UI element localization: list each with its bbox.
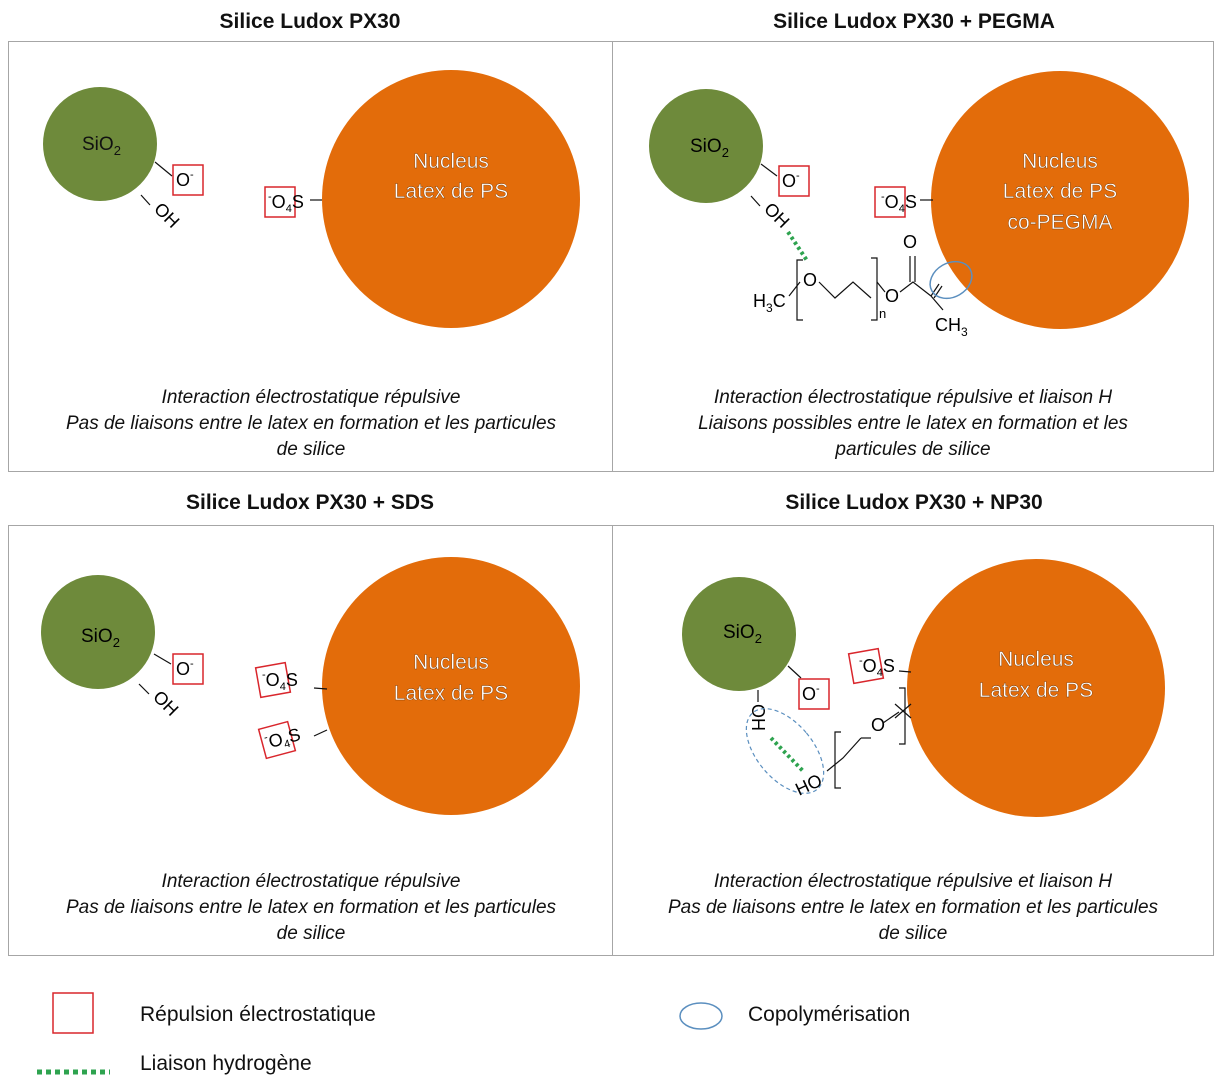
o-minus-group: O- (802, 683, 820, 704)
panel-2-diagram: SiO2 Nucleus Latex de PS co-PEGMA O- OH … (649, 71, 1189, 339)
panel-3-caption: Interaction électrostatique répulsive Pa… (65, 871, 557, 944)
ether-o: O (803, 270, 817, 290)
repulsion-box (172, 653, 204, 685)
silica-label: SiO2 (82, 134, 121, 158)
panel-title-3: Silice Ludox PX30 + SDS (185, 491, 434, 514)
nucleus-label-line-1: Nucleus (413, 150, 489, 173)
carbonyl-o: O (903, 232, 917, 252)
repulsion-legend-icon (52, 992, 94, 1034)
legend-repulsion: Répulsion électrostatique (140, 1003, 376, 1026)
nucleus-label-line-3: co-PEGMA (1007, 211, 1112, 234)
silica-label: SiO2 (81, 626, 120, 650)
repeat-n: n (879, 306, 886, 321)
nucleus-particle (322, 557, 580, 815)
panel-title-1: Silice Ludox PX30 (219, 10, 401, 33)
legend-copolymerisation: Copolymérisation (748, 1003, 911, 1026)
panel-1-diagram: SiO2 Nucleus Latex de PS O- OH -O4S (43, 70, 580, 328)
nucleus-label-line-2: Latex de PS (394, 682, 508, 705)
hydrogen-legend-icon (37, 1069, 110, 1075)
sulfate-group: -O4S (263, 723, 304, 755)
h3c-group: H3C (753, 291, 786, 315)
repulsion-box (778, 165, 810, 197)
panel-4-diagram: SiO2 Nucleus Latex de PS O- OH -O4S HO O (682, 559, 1165, 817)
sulfate-group: -O4S (268, 191, 304, 215)
nucleus-label-line-2: Latex de PS (1003, 180, 1117, 203)
panel-4-caption: Interaction électrostatique répulsive et… (667, 871, 1159, 944)
panel-2-caption: Interaction électrostatique répulsive et… (698, 387, 1128, 460)
nucleus-particle (322, 70, 580, 328)
oh-group: OH (760, 199, 793, 232)
repulsion-box (172, 164, 204, 196)
oh-group: OH (150, 199, 183, 232)
oh-group: OH (149, 687, 182, 720)
o-minus-group: O- (782, 170, 800, 191)
nucleus-label-line-2: Latex de PS (394, 180, 508, 203)
sulfate-group: -O4S (262, 669, 298, 693)
ether-o: O (871, 715, 885, 735)
panel-1-caption: Interaction électrostatique répulsive Pa… (65, 387, 557, 460)
nucleus-particle (931, 71, 1189, 329)
silica-particle (43, 87, 157, 201)
copolymerisation-legend-icon (679, 1002, 723, 1030)
repulsion-box (874, 186, 906, 218)
panel-silica-sds: SiO2 Nucleus Latex de PS O- OH -O4S -O4S… (8, 525, 614, 956)
nucleus-label-line-1: Nucleus (413, 651, 489, 674)
nucleus-particle (907, 559, 1165, 817)
nucleus-label-line-2: Latex de PS (979, 679, 1093, 702)
panel-silica-np30: SiO2 Nucleus Latex de PS O- OH -O4S HO O… (612, 525, 1214, 956)
silica-particle (41, 575, 155, 689)
panel-3-diagram: SiO2 Nucleus Latex de PS O- OH -O4S -O4S (41, 557, 580, 815)
hydrogen-bond (786, 230, 810, 264)
repulsion-box (798, 678, 830, 710)
repulsion-box (264, 186, 296, 218)
o-minus-group: O- (176, 658, 194, 679)
hydrogen-bond (769, 736, 805, 773)
nucleus-label-line-1: Nucleus (998, 648, 1074, 671)
ch3-group: CH3 (935, 315, 968, 339)
repulsion-box (254, 661, 292, 699)
o-minus-group: O- (176, 169, 194, 190)
sulfate-group: -O4S (859, 655, 895, 679)
panel-silica-px30: SiO2 Nucleus Latex de PS O- OH -O4S Inte… (8, 41, 614, 472)
legend-hydrogen: Liaison hydrogène (140, 1052, 312, 1075)
panel-title-4: Silice Ludox PX30 + NP30 (785, 491, 1043, 514)
panel-silica-pegma: SiO2 Nucleus Latex de PS co-PEGMA O- OH … (612, 41, 1214, 472)
silica-particle (649, 89, 763, 203)
repulsion-box (257, 720, 297, 760)
copolymerisation-ellipse (929, 260, 973, 300)
nucleus-label-line-1: Nucleus (1022, 150, 1098, 173)
repulsion-box (847, 647, 885, 685)
oh-group: OH (748, 704, 768, 731)
sulfate-group: -O4S (881, 191, 917, 215)
ho-group: HO (792, 770, 825, 800)
silica-particle (682, 577, 796, 691)
ester-o: O (885, 286, 899, 306)
silica-label: SiO2 (723, 622, 762, 646)
panel-title-2: Silice Ludox PX30 + PEGMA (773, 10, 1055, 33)
silica-label: SiO2 (690, 136, 729, 160)
